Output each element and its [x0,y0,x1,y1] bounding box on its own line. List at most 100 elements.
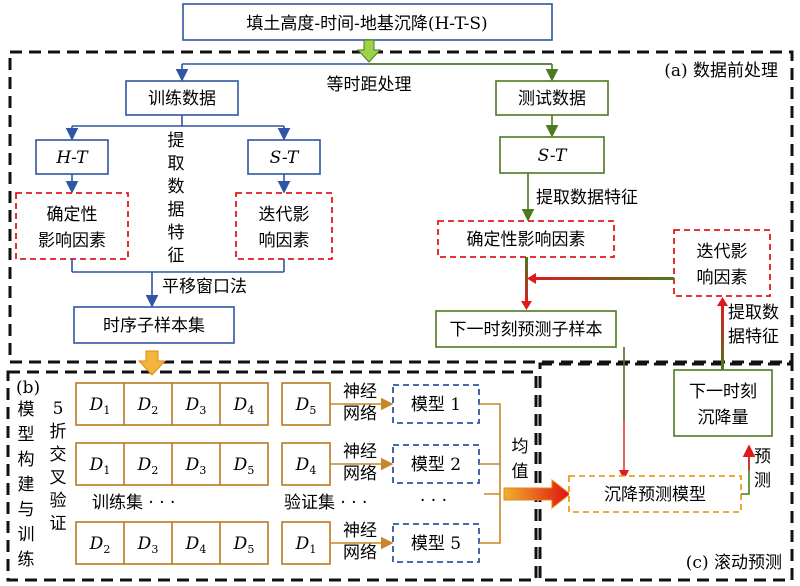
row5-cell1: D2 [89,534,111,556]
svg-text:建: 建 [18,475,35,495]
subsample-to-model-head [619,470,629,480]
row2-nn2: 网络 [343,464,377,484]
predict-label-1: 预 [754,447,771,467]
subsample-down-arrow [137,350,167,376]
arrow-head-up [717,297,728,306]
row1-cell1: D1 [89,395,111,417]
mean-label-1: 均 [512,437,529,457]
title-box [182,3,553,41]
row1-nn1: 神经 [343,382,377,402]
section-a-frame [8,50,794,364]
iterative-factors-right-line1: 迭代影 [697,242,748,262]
predict-label-2: 测 [754,471,771,491]
model-dots: · · · [420,491,447,511]
section-c-frame [538,362,794,582]
settlement-model-label: 沉降预测模型 [604,485,706,505]
section-b-frame [6,370,538,582]
mean-to-model-arrow [503,478,571,510]
row1-cell2: D2 [137,395,159,417]
next-subsample-box [435,310,617,348]
section-b-label: (b) [16,378,40,398]
model-1-box [392,384,480,424]
next-settlement-box [673,369,773,437]
row1-val: D5 [295,395,317,417]
model-2-box [392,444,480,484]
shift-window-label: 平移窗口法 [162,277,247,297]
val-set-label: 验证集 · · · [284,493,367,513]
determinate-factors-line2: 影响因素 [38,231,106,251]
svg-text:构: 构 [18,450,35,470]
next-settlement-line1: 下一时刻 [689,382,757,402]
svg-text:训: 训 [18,525,35,545]
svg-text:与: 与 [18,500,35,520]
row1-cell3: D3 [185,395,207,417]
model-1-label: 模型 1 [411,395,461,415]
row2-cell4: D5 [233,455,255,477]
section-b-vertical-title: 模 型 构 建 与 训 练 [18,400,35,570]
iterative-factors-line1: 迭代影 [259,205,310,225]
row5-cell3: D4 [185,534,207,556]
extract-features-right-line2: 据特征 [728,327,779,347]
model-5-label: 模型 5 [411,534,461,554]
iterative-factors-line2: 响因素 [259,231,310,251]
fold-row-1: D1 D2 D3 D4 D5 神经 网络 模型 1 [75,382,480,426]
extract-features-label: 提取数据特征 [536,188,638,208]
svg-text:模: 模 [18,400,35,420]
svg-text:练: 练 [18,550,35,570]
svg-text:型: 型 [18,425,35,445]
iterative-factors-right-line2: 响因素 [697,268,748,288]
svg-text:验: 验 [50,491,67,511]
st-left-label: S-T [270,148,300,168]
arrow-to-next-subsample [525,257,528,303]
row2-cell3: D3 [185,455,207,477]
row5-nn2: 网络 [343,543,377,563]
next-subsample-label: 下一时刻预测子样本 [450,320,603,340]
row2-nn1: 神经 [343,442,377,462]
arrow-head-iterative [527,273,536,284]
svg-text:交: 交 [50,445,67,465]
st-left-box [247,139,321,175]
fold-label-vertical: 5 折 交 叉 验 证 [50,399,67,534]
series-subsample-box [73,306,235,344]
row2-val: D4 [295,455,317,477]
extract-features-vertical: 提 取 数 据 特 征 [168,131,185,266]
model-5-box [392,523,480,563]
row2-cell1: D1 [89,455,111,477]
row5-cell4: D5 [233,534,255,556]
svg-text:数: 数 [168,177,185,197]
determinate-factors-line1: 确定性 [47,205,98,225]
arrow-head-next-subsample [521,301,532,310]
svg-text:证: 证 [50,514,67,534]
section-c-label: (c) 滚动预测 [686,553,782,573]
train-set-label: 训练集 · · · [92,493,175,513]
series-subsample-label: 时序子样本集 [103,316,205,336]
train-data-box [125,80,239,116]
svg-text:征: 征 [168,246,185,266]
svg-text:据: 据 [168,200,185,220]
row5-cell2: D3 [137,534,159,556]
extract-features-right-line1: 提取数 [728,303,779,323]
svg-text:叉: 叉 [50,468,67,488]
svg-text:5: 5 [53,399,64,419]
iterative-factors-box [235,192,333,260]
train-data-label: 训练数据 [148,89,216,109]
section-a-label: (a) 数据前处理 [664,61,778,81]
mean-bracket [479,403,501,544]
iterative-factors-right-box [673,229,771,297]
row5-val: D1 [295,534,317,556]
arrow-iterative-to-main [533,277,674,280]
settlement-model-box [568,475,742,513]
svg-text:取: 取 [168,154,185,174]
test-data-box [495,80,609,116]
row2-cell2: D2 [137,455,159,477]
st-right-box [499,136,605,174]
fold-row-2: D1 D2 D3 D5 D4 神经 网络 模型 2 [75,442,480,486]
row5-nn1: 神经 [343,521,377,541]
arrow-up-to-iterative [721,304,724,370]
determinate-factors-right-label: 确定性影响因素 [467,230,586,250]
row1-cell4: D4 [233,395,255,417]
mean-label-2: 值 [512,462,529,482]
test-data-label: 测试数据 [518,89,586,109]
title-text: 填土高度-时间-地基沉降(H-T-S) [246,14,487,34]
